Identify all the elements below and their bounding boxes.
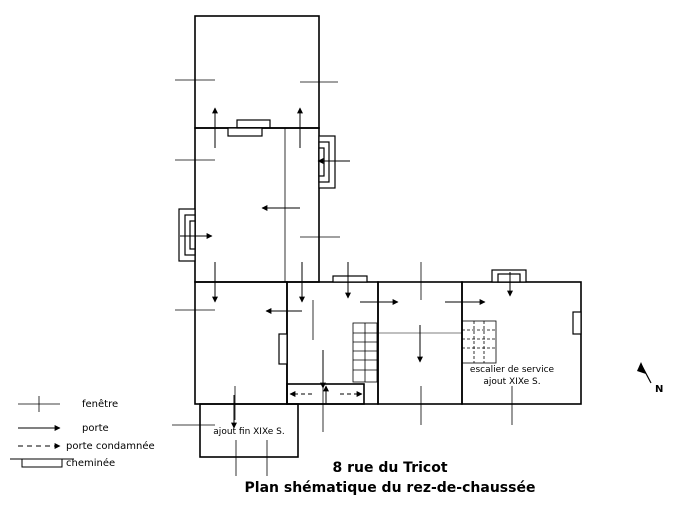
legend-fireplace-label: cheminée (66, 457, 115, 469)
fireplace-stair-hall (332, 275, 368, 283)
annex-label: ajout fin XIXe S. (213, 427, 284, 437)
staircase-service (461, 320, 497, 364)
fireplace-group (178, 119, 582, 365)
windows (172, 79, 513, 476)
staircase-main (352, 322, 378, 383)
legend-window-label: fenêtre (82, 398, 118, 410)
north-label: N (655, 384, 663, 395)
door-arrows (180, 107, 513, 429)
room-annex (199, 403, 299, 458)
room-southwest (194, 281, 288, 405)
service-stair-label: escalier de service (470, 365, 555, 375)
service-stair-date: ajout XIXe S. (483, 377, 540, 387)
legend-door-label: porte (82, 423, 109, 434)
fireplace-top (227, 127, 263, 137)
north-arrow-icon (637, 362, 652, 384)
caption-address: 8 rue du Tricot (332, 460, 447, 476)
room-great-hall (194, 127, 320, 283)
legend-blocked-door-label: porte condamnée (66, 440, 155, 452)
caption-title: Plan shématique du rez-de-chaussée (245, 480, 536, 496)
legend: fenêtre porte porte condamnée cheminée (10, 396, 155, 469)
